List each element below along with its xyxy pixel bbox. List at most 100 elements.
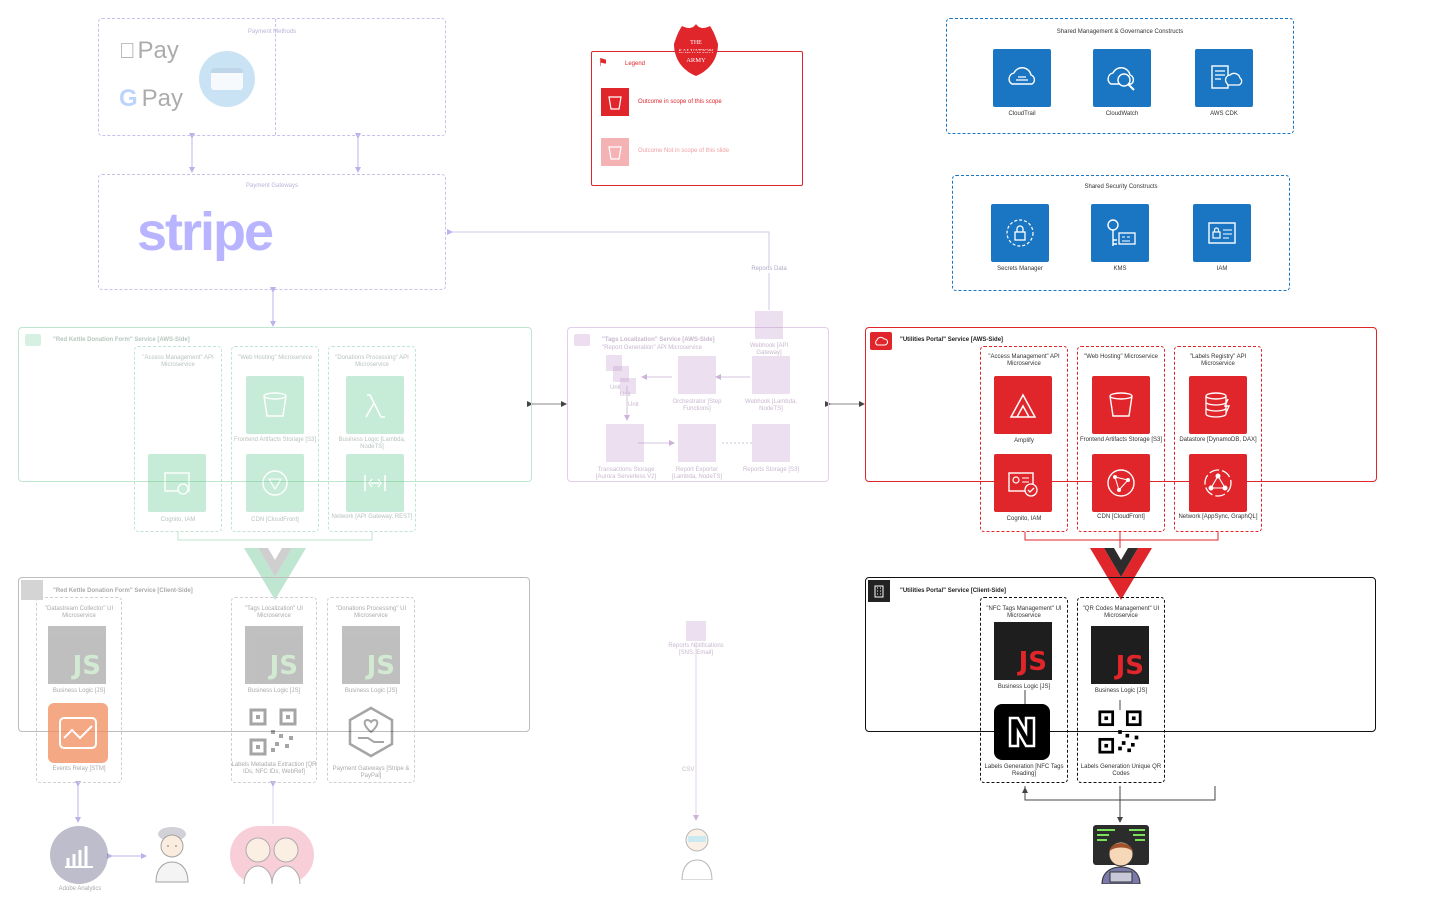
svg-text:ARMY: ARMY bbox=[686, 57, 706, 64]
qr-generation-label: Labels Generation Unique QR Codes bbox=[1080, 764, 1162, 777]
qr-mgmt-group: "QR Codes Management" UI Microservice bbox=[1077, 597, 1165, 783]
google-g-icon: G bbox=[119, 85, 138, 112]
aws-cdk-label: AWS CDK bbox=[1210, 111, 1238, 117]
donors-persona-icon bbox=[230, 826, 314, 885]
governance-group: Shared Management & Governance Construct… bbox=[946, 18, 1294, 134]
ut-labels-registry-title: "Labels Registry" API Microservice bbox=[1189, 354, 1247, 367]
unit-label-2: Unit bbox=[620, 392, 631, 398]
dynamodb-tile bbox=[1189, 376, 1247, 434]
legend-in-scope-swatch bbox=[601, 88, 629, 116]
amplify-icon bbox=[1009, 393, 1037, 418]
rk-donations-title: "Donations Processing" API Microservice bbox=[335, 355, 409, 368]
adobe-analytics-icon bbox=[50, 826, 108, 884]
s3-bucket-icon bbox=[1109, 392, 1133, 417]
rk-cdn-tile bbox=[246, 454, 304, 512]
cloudtrail-icon bbox=[1008, 67, 1036, 85]
payment-methods-divider bbox=[275, 19, 276, 135]
notifications-label: Reports Notifications [SNS, Email] bbox=[668, 643, 724, 656]
cloud-icon bbox=[574, 334, 590, 346]
ut-cognito-tile bbox=[994, 454, 1052, 512]
rk-access-mgmt-group: "Access Management" API Microservice bbox=[134, 346, 222, 532]
payment-gateways-title: Payment Gateways bbox=[245, 183, 299, 189]
aws-cdk-icon bbox=[1211, 65, 1243, 89]
ut-cognito-label: Cognito, IAM bbox=[1006, 516, 1042, 522]
ut-access-mgmt-group: "Access Management" API Microservice bbox=[980, 346, 1068, 532]
qr-code-icon bbox=[1098, 710, 1142, 754]
ut-web-hosting-title: "Web Hosting" Microservice bbox=[1084, 354, 1158, 360]
rk-s3-label: Frontend Artifacts Storage [S3] bbox=[233, 437, 317, 443]
analyst-persona-icon bbox=[676, 824, 718, 881]
nfc-mgmt-title: "NFC Tags Management" UI Microservice bbox=[986, 606, 1062, 619]
ut-s3-tile bbox=[1092, 376, 1150, 434]
tags-aws-title: "Tags Localization" Service [AWS-Side] bbox=[602, 337, 715, 343]
report-exporter-label: Report Exporter [Lambda, NodeTS] bbox=[671, 467, 723, 480]
iam-icon bbox=[1208, 222, 1236, 244]
orchestrator-label: Orchestrator [Step Functions] bbox=[672, 399, 722, 412]
legend-box: ⚑ Legend Outcome in scope of this scope … bbox=[591, 51, 803, 186]
cognito-icon bbox=[164, 472, 190, 495]
flag-icon: ⚑ bbox=[598, 57, 608, 69]
nfc-icon bbox=[994, 704, 1050, 760]
reports-storage-label: Reports Storage [S3] bbox=[742, 467, 800, 473]
reports-data-label: Reports Data bbox=[738, 266, 800, 273]
appsync-icon bbox=[1204, 469, 1232, 497]
js-tile-2: JS bbox=[245, 626, 303, 684]
red-kettle-client-service: "Red Kettle Donation Form" Service [Clie… bbox=[18, 577, 530, 732]
csv-label: CSV bbox=[682, 767, 695, 774]
ut-network-label: Network [AppSync, GraphQL] bbox=[1178, 514, 1258, 520]
red-kettle-aws-title: "Red Kettle Donation Form" Service [AWS-… bbox=[53, 337, 190, 343]
cloudtrail-label: CloudTrail bbox=[1008, 111, 1036, 117]
google-pay-logo: G Pay bbox=[119, 85, 183, 113]
ut-access-mgmt-title: "Access Management" API Microservice bbox=[988, 354, 1060, 367]
nfc-logic-label: Business Logic [JS] bbox=[997, 684, 1051, 690]
ut-cdn-tile bbox=[1092, 454, 1150, 512]
red-kettle-client-title: "Red Kettle Donation Form" Service [Clie… bbox=[53, 588, 193, 594]
rk-logic-label-2: Business Logic [JS] bbox=[247, 688, 301, 694]
security-group: Shared Security Constructs Secrets Manag… bbox=[952, 175, 1290, 291]
cloudfront-icon bbox=[262, 470, 288, 496]
legend-in-scope-label: Outcome in scope of this scope bbox=[638, 99, 722, 105]
security-title: Shared Security Constructs bbox=[1084, 184, 1158, 190]
payment-methods-title: Payment Methods bbox=[247, 29, 297, 35]
stripe-logo: stripe bbox=[137, 202, 274, 262]
amplify-label: Amplify bbox=[1014, 438, 1034, 444]
webhook-lambda-icon bbox=[752, 356, 790, 394]
rk-cognito-label: Cognito, IAM bbox=[160, 517, 196, 523]
rk-collector-title: "Datastream Collector" UI Microservice bbox=[44, 606, 114, 619]
js-tile-nfc: JS bbox=[994, 622, 1052, 680]
transactions-storage-label: Transactions Storage [Aurora Serverless … bbox=[595, 467, 657, 480]
rk-web-hosting-group: "Web Hosting" Microservice bbox=[231, 346, 319, 532]
credit-card-icon bbox=[199, 51, 255, 107]
rk-gateways-label: Payment Gateways [Stripe & PayPal] bbox=[332, 766, 410, 779]
step-functions-icon bbox=[678, 356, 716, 394]
lambda-icon bbox=[365, 394, 385, 418]
qr-logic-label: Business Logic [JS] bbox=[1094, 688, 1148, 694]
payment-gateways-group: Payment Gateways stripe bbox=[98, 174, 446, 290]
legend-out-scope-swatch bbox=[601, 138, 629, 166]
kms-label: KMS bbox=[1113, 266, 1127, 272]
ut-s3-label: Frontend Artifacts Storage [S3] bbox=[1079, 437, 1163, 443]
artist-persona-icon bbox=[148, 824, 196, 884]
unit-icon-3 bbox=[620, 378, 636, 394]
rk-donations-group: "Donations Processing" API Microservice bbox=[328, 346, 416, 532]
tags-aws-service: "Tags Localization" Service [AWS-Side] "… bbox=[567, 327, 829, 482]
rk-collector-group: "Datastream Collector" UI Microservice bbox=[36, 597, 122, 783]
ut-labels-registry-group: "Labels Registry" API Microservice bbox=[1174, 346, 1262, 532]
nfc-generation-label: Labels Generation [NFC Tags Reading] bbox=[984, 764, 1064, 777]
nfc-mgmt-group: "NFC Tags Management" UI Microservice bbox=[980, 597, 1068, 783]
rk-network-label: Network [API Gateway, REST] bbox=[331, 514, 413, 520]
ut-cdn-label: CDN [CloudFront] bbox=[1097, 514, 1145, 520]
rk-cdn-label: CDN [CloudFront] bbox=[251, 517, 299, 523]
ut-web-hosting-group: "Web Hosting" Microservice bbox=[1077, 346, 1165, 532]
apple-pay-label: Pay bbox=[121, 37, 179, 64]
legend-out-scope-label: Outcome Not in scope of this slide bbox=[638, 148, 730, 154]
cloudwatch-tile bbox=[1093, 49, 1151, 107]
amplify-tile bbox=[994, 376, 1052, 434]
unit-icon-2 bbox=[613, 366, 629, 382]
red-kettle-aws-service: "Red Kettle Donation Form" Service [AWS-… bbox=[18, 327, 532, 482]
webhook-lambda-label: Webhook [Lambda, NodeTS] bbox=[745, 399, 797, 412]
apple-icon:  bbox=[119, 38, 136, 64]
aws-cdk-tile bbox=[1195, 49, 1253, 107]
tags-aws-subtitle: "Report Generation" API Microservice bbox=[602, 345, 702, 351]
utilities-client-title: "Utilities Portal" Service [Client-Side] bbox=[900, 588, 1007, 594]
